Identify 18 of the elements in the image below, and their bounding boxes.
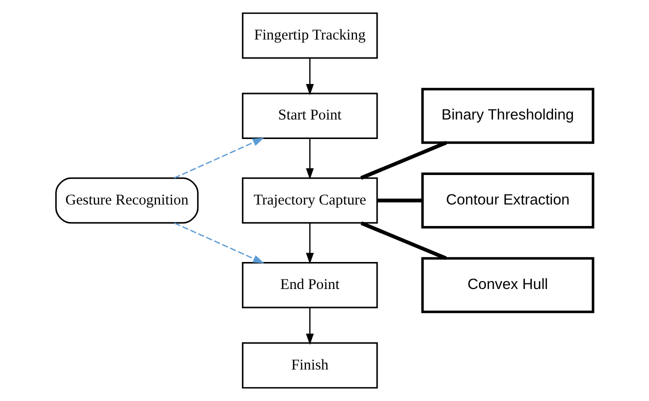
arrow [306,58,314,96]
node-box: Fingertip Tracking [242,12,378,59]
arrow [306,308,314,345]
arrow [306,138,314,180]
connector [360,221,447,260]
node-box: Convex Hull [421,257,594,314]
node-box: Start Point [242,92,378,140]
node-box: Trajectory Capture [242,177,378,224]
node-box: Contour Extraction [421,172,594,228]
node-box: Binary Thresholding [421,88,594,144]
arrow [174,222,264,264]
node-box: Gesture Recognition [55,177,199,224]
connector [360,140,447,180]
node-box: Finish [242,342,378,389]
arrow [306,223,314,264]
node-box: End Point [242,262,378,308]
arrow [174,138,264,179]
connector [377,198,422,202]
